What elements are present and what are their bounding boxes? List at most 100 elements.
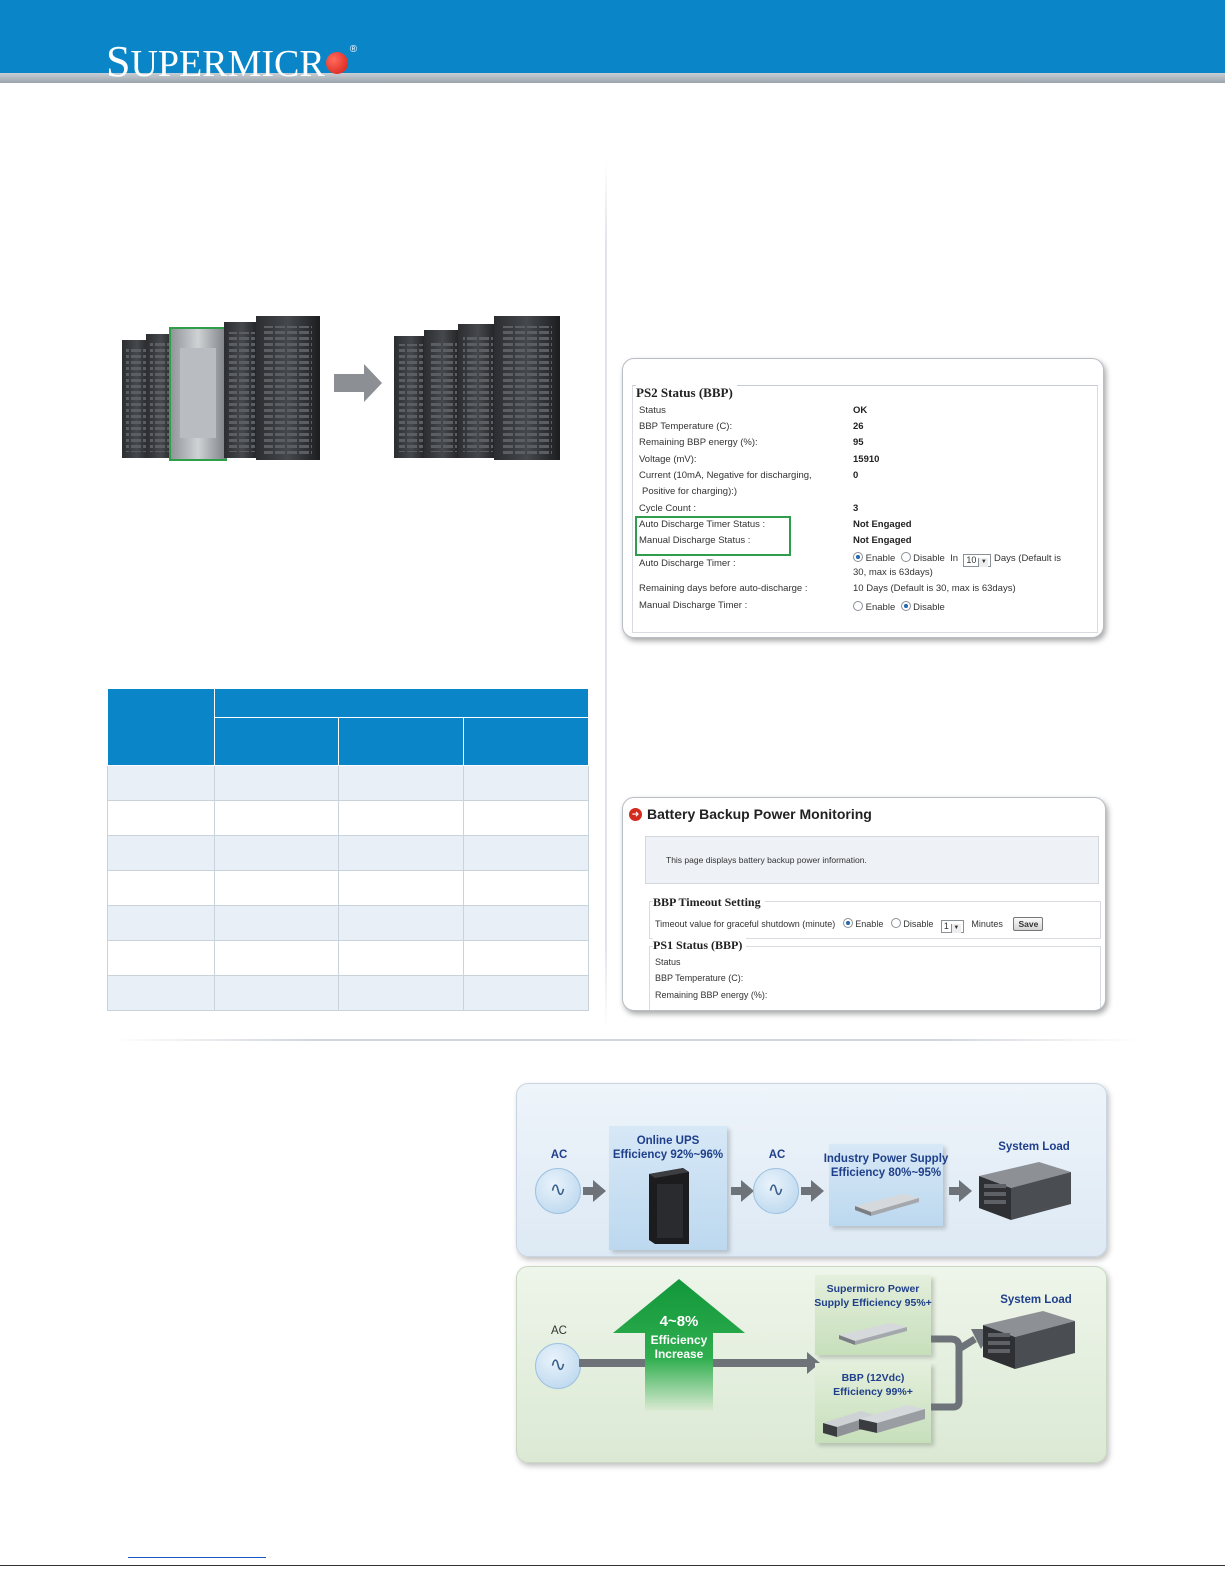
footer-link-underline xyxy=(128,1557,266,1558)
ps1-status-panel xyxy=(649,946,1101,1010)
cycle-count-label: Cycle Count : xyxy=(639,503,697,514)
ps1-status-title: PS1 Status (BBP) xyxy=(653,938,747,953)
psu-module-icon xyxy=(839,1323,907,1345)
auto-disable-label: Disable xyxy=(913,553,945,564)
table-header-cell xyxy=(107,688,215,766)
auto-enable-label: Enable xyxy=(865,553,896,564)
spec-table xyxy=(107,687,590,1011)
table-row xyxy=(107,835,590,871)
column-divider xyxy=(605,160,607,1030)
ac-label: AC xyxy=(551,1325,567,1337)
manual-enable-radio[interactable] xyxy=(853,601,863,611)
info-text: This page displays battery backup power … xyxy=(666,855,867,865)
table-header-cell xyxy=(338,717,464,766)
bbp-label: BBP (12Vdc)Efficiency 99%+ xyxy=(833,1372,913,1398)
timeout-disable-radio[interactable] xyxy=(890,918,901,928)
ps2-status-screenshot: PS2 Status (BBP) Status OK BBP Temperatu… xyxy=(622,358,1104,638)
system-load-label: System Load xyxy=(998,1141,1070,1153)
auto-enable-radio[interactable] xyxy=(853,552,863,562)
table-row xyxy=(107,905,590,941)
ac-source-icon-2: ∿ xyxy=(753,1168,799,1214)
racks-before xyxy=(122,316,320,461)
system-load-label: System Load xyxy=(1000,1294,1072,1306)
ps2-status-panel xyxy=(632,385,1098,633)
header-stripe xyxy=(0,73,1225,83)
ac-label-2: AC xyxy=(768,1149,786,1161)
timeout-enable-label: Enable xyxy=(855,919,884,929)
table-header-row xyxy=(108,717,590,766)
save-button[interactable]: Save xyxy=(1013,917,1044,931)
rack-consolidation-illustration xyxy=(122,316,560,461)
flow-arrow xyxy=(801,1187,811,1195)
days-select[interactable]: 10▼ xyxy=(963,554,992,567)
chevron-down-icon: ▼ xyxy=(950,924,961,933)
minutes-select[interactable]: 1▼ xyxy=(940,920,964,933)
ac-label: AC xyxy=(550,1149,568,1161)
auto-discharge-timer-label: Auto Discharge Timer : xyxy=(639,558,736,569)
table-header-cell xyxy=(462,717,590,766)
flow-arrow xyxy=(731,1187,741,1195)
bbp-module-icon xyxy=(823,1405,925,1437)
bbp-monitoring-title: Battery Backup Power Monitoring xyxy=(647,806,872,822)
efficiency-increase-arrow xyxy=(613,1279,745,1411)
auto-discharge-status-value: Not Engaged xyxy=(853,519,912,530)
in-label: In xyxy=(950,553,959,564)
timeout-enable-radio[interactable] xyxy=(842,918,853,928)
manual-discharge-timer-label: Manual Discharge Timer : xyxy=(639,600,748,611)
minutes-label: Minutes xyxy=(971,919,1003,929)
auto-discharge-timer-controls: Enable Disable In 10▼ Days (Default is xyxy=(853,552,1061,567)
energy-label: Remaining BBP energy (%): xyxy=(639,437,758,448)
online-ups-box xyxy=(609,1126,727,1250)
table-row xyxy=(107,870,590,906)
remaining-days-value: 10 Days (Default is 30, max is 63days) xyxy=(853,583,1016,594)
current-value: 0 xyxy=(853,470,859,481)
info-box: This page displays battery backup power … xyxy=(645,836,1099,884)
manual-disable-radio[interactable] xyxy=(900,601,911,611)
table-row xyxy=(107,800,590,836)
supermicro-psu-box xyxy=(815,1275,931,1355)
ps1-temperature-label: BBP Temperature (C): xyxy=(655,973,744,983)
server-chassis-icon xyxy=(979,1162,1071,1220)
timeout-label: Timeout value for graceful shutdown (min… xyxy=(655,919,836,929)
table-header-cell xyxy=(214,717,339,766)
manual-enable-label: Enable xyxy=(865,602,896,613)
flow-arrow-icon xyxy=(593,1180,606,1202)
ps1-status-label: Status xyxy=(655,957,681,967)
ps1-energy-label: Remaining BBP energy (%): xyxy=(655,990,768,1000)
ups-tower-icon xyxy=(649,1168,689,1244)
footer-rule xyxy=(0,1565,1225,1566)
voltage-value: 15910 xyxy=(853,454,880,465)
auto-disable-radio[interactable] xyxy=(900,552,911,562)
racks-after xyxy=(394,316,560,460)
table-header-cell xyxy=(213,687,590,719)
timeout-setting-panel xyxy=(649,901,1101,939)
ac-source-icon: ∿ xyxy=(535,1168,581,1214)
industry-psu-box xyxy=(829,1144,943,1226)
table-row xyxy=(107,765,590,801)
manual-discharge-status-value: Not Engaged xyxy=(853,535,912,546)
energy-value: 95 xyxy=(853,437,864,448)
auto-discharge-status-label: Auto Discharge Timer Status : xyxy=(639,519,766,530)
psu-module-icon xyxy=(855,1194,919,1216)
days-note: Days (Default is xyxy=(994,553,1062,564)
temperature-label: BBP Temperature (C): xyxy=(639,421,733,432)
increase-value: 4~8% xyxy=(659,1313,699,1330)
status-label: Status xyxy=(639,405,666,416)
discharge-status-highlight xyxy=(635,516,791,556)
days-note-cont: 30, max is 63days) xyxy=(853,567,933,578)
ps2-status-title: PS2 Status (BBP) xyxy=(636,385,737,401)
logo-dot-icon xyxy=(325,52,348,74)
timeout-setting-row: Timeout value for graceful shutdown (min… xyxy=(655,917,1044,933)
table-header-row xyxy=(107,687,590,766)
flow-arrow-icon xyxy=(959,1180,972,1202)
bbp-box xyxy=(815,1363,931,1443)
current-label-cont: Positive for charging):) xyxy=(642,486,738,497)
flow-arrow-icon xyxy=(811,1180,824,1202)
bbp-monitoring-screenshot: ➜ Battery Backup Power Monitoring This p… xyxy=(622,797,1106,1011)
